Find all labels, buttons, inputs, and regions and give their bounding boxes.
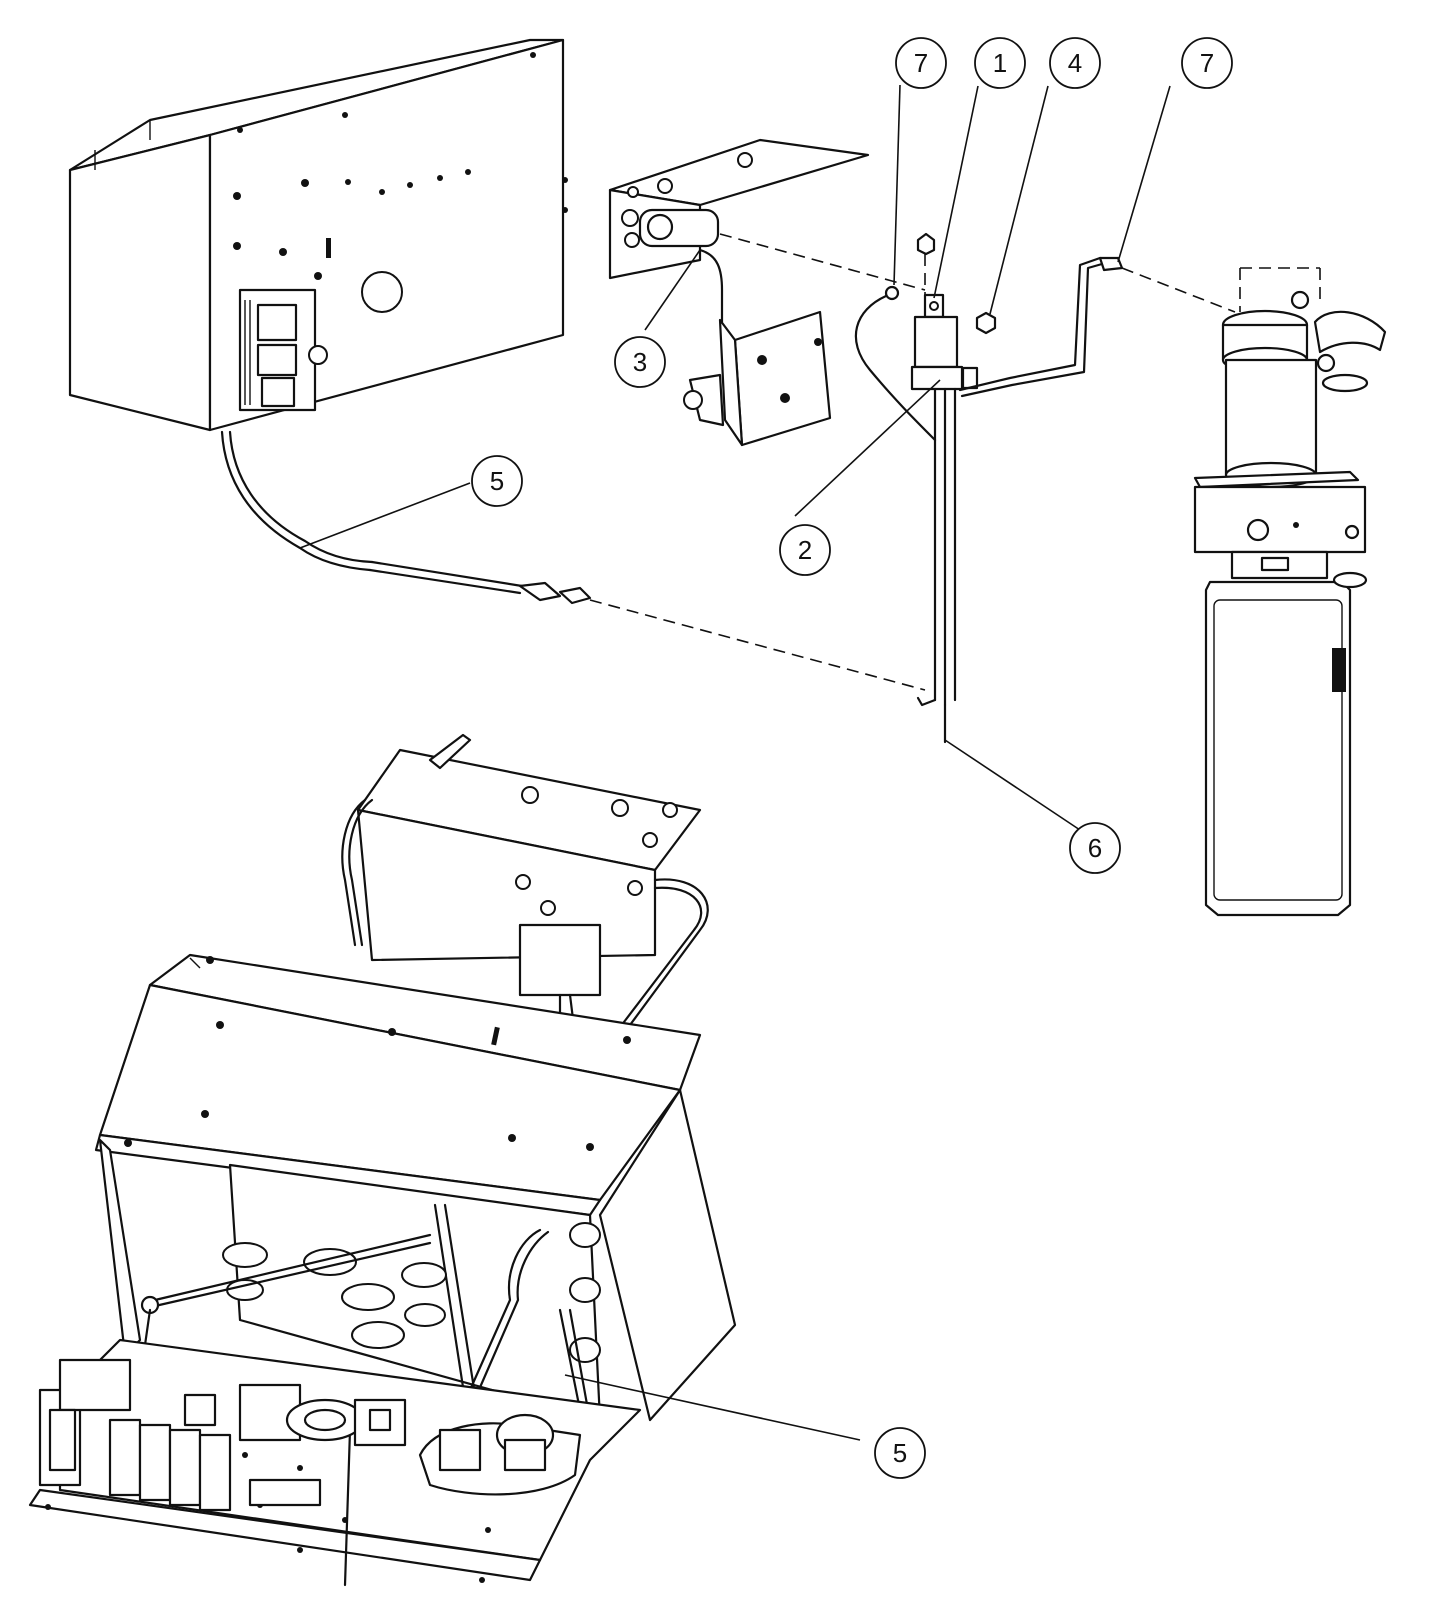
callout-label: 5 (490, 466, 504, 496)
relay-harness (854, 232, 1236, 744)
callout-4: 4 (1049, 37, 1101, 89)
callout-label: 7 (914, 48, 928, 78)
callout-1: 1 (974, 37, 1026, 89)
callout-2: 2 (779, 524, 831, 576)
callout-label: 3 (633, 347, 647, 377)
callout-7-right: 7 (1181, 37, 1233, 89)
callout-3: 3 (614, 336, 666, 388)
hydraulic-pump (1193, 267, 1387, 917)
cable-upper (220, 430, 926, 691)
callout-7-left: 7 (895, 37, 947, 89)
callout-label: 6 (1088, 833, 1102, 863)
callout-label: 1 (993, 48, 1007, 78)
callout-label: 4 (1068, 48, 1082, 78)
leader-lines (299, 84, 1171, 1441)
callout-label: 2 (798, 535, 812, 565)
callout-6: 6 (1069, 822, 1121, 874)
callout-5-lower: 5 (874, 1427, 926, 1479)
control-box-upper (68, 38, 568, 432)
callout-label: 5 (893, 1438, 907, 1468)
assembled-unit-lower (28, 733, 737, 1587)
mount-bracket (608, 138, 926, 447)
callout-label: 7 (1200, 48, 1214, 78)
callout-5-upper: 5 (471, 455, 523, 507)
